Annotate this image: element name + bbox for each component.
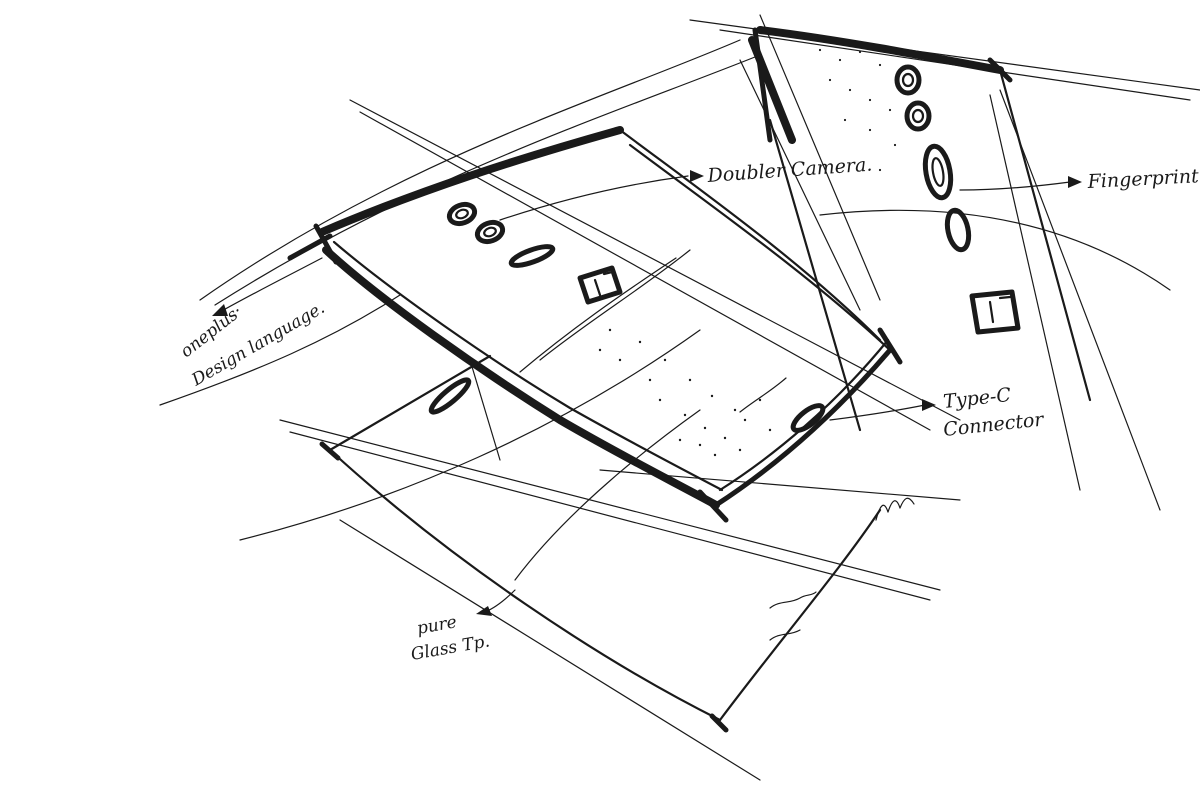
fingerprint-sensor-icon bbox=[922, 143, 954, 201]
camera-lens-icon bbox=[894, 64, 922, 96]
oneplus-logo-icon bbox=[969, 289, 1021, 335]
camera-lens-icon bbox=[904, 100, 932, 132]
arrow-icon bbox=[690, 170, 704, 182]
main-phone-back-view bbox=[159, 39, 961, 541]
label-dual-camera: Doubler Camera. bbox=[706, 154, 873, 188]
label-glass-line1: pure bbox=[415, 612, 458, 639]
side-button bbox=[428, 377, 472, 415]
usb-c-port-icon bbox=[790, 403, 826, 433]
secondary-phone-back-view bbox=[689, 14, 1200, 511]
texture-stipple bbox=[818, 48, 897, 172]
oneplus-logo-icon bbox=[577, 265, 623, 305]
label-fingerprint: Fingerprint bbox=[1086, 165, 1200, 193]
label-type-c-line2: Connector bbox=[942, 408, 1046, 441]
label-type-c-line1: Type-C bbox=[942, 384, 1012, 413]
arrow-icon bbox=[1068, 176, 1082, 188]
arrow-icon bbox=[212, 304, 228, 316]
annotation-leaders bbox=[212, 170, 1082, 616]
camera-lens-icon bbox=[474, 219, 506, 245]
arrow-icon bbox=[922, 399, 936, 411]
texture-stipple bbox=[598, 328, 772, 457]
signature-scribble bbox=[739, 377, 915, 641]
front-glass-plane bbox=[279, 354, 961, 781]
arrow-icon bbox=[476, 606, 492, 616]
camera-lens-icon bbox=[446, 201, 478, 227]
